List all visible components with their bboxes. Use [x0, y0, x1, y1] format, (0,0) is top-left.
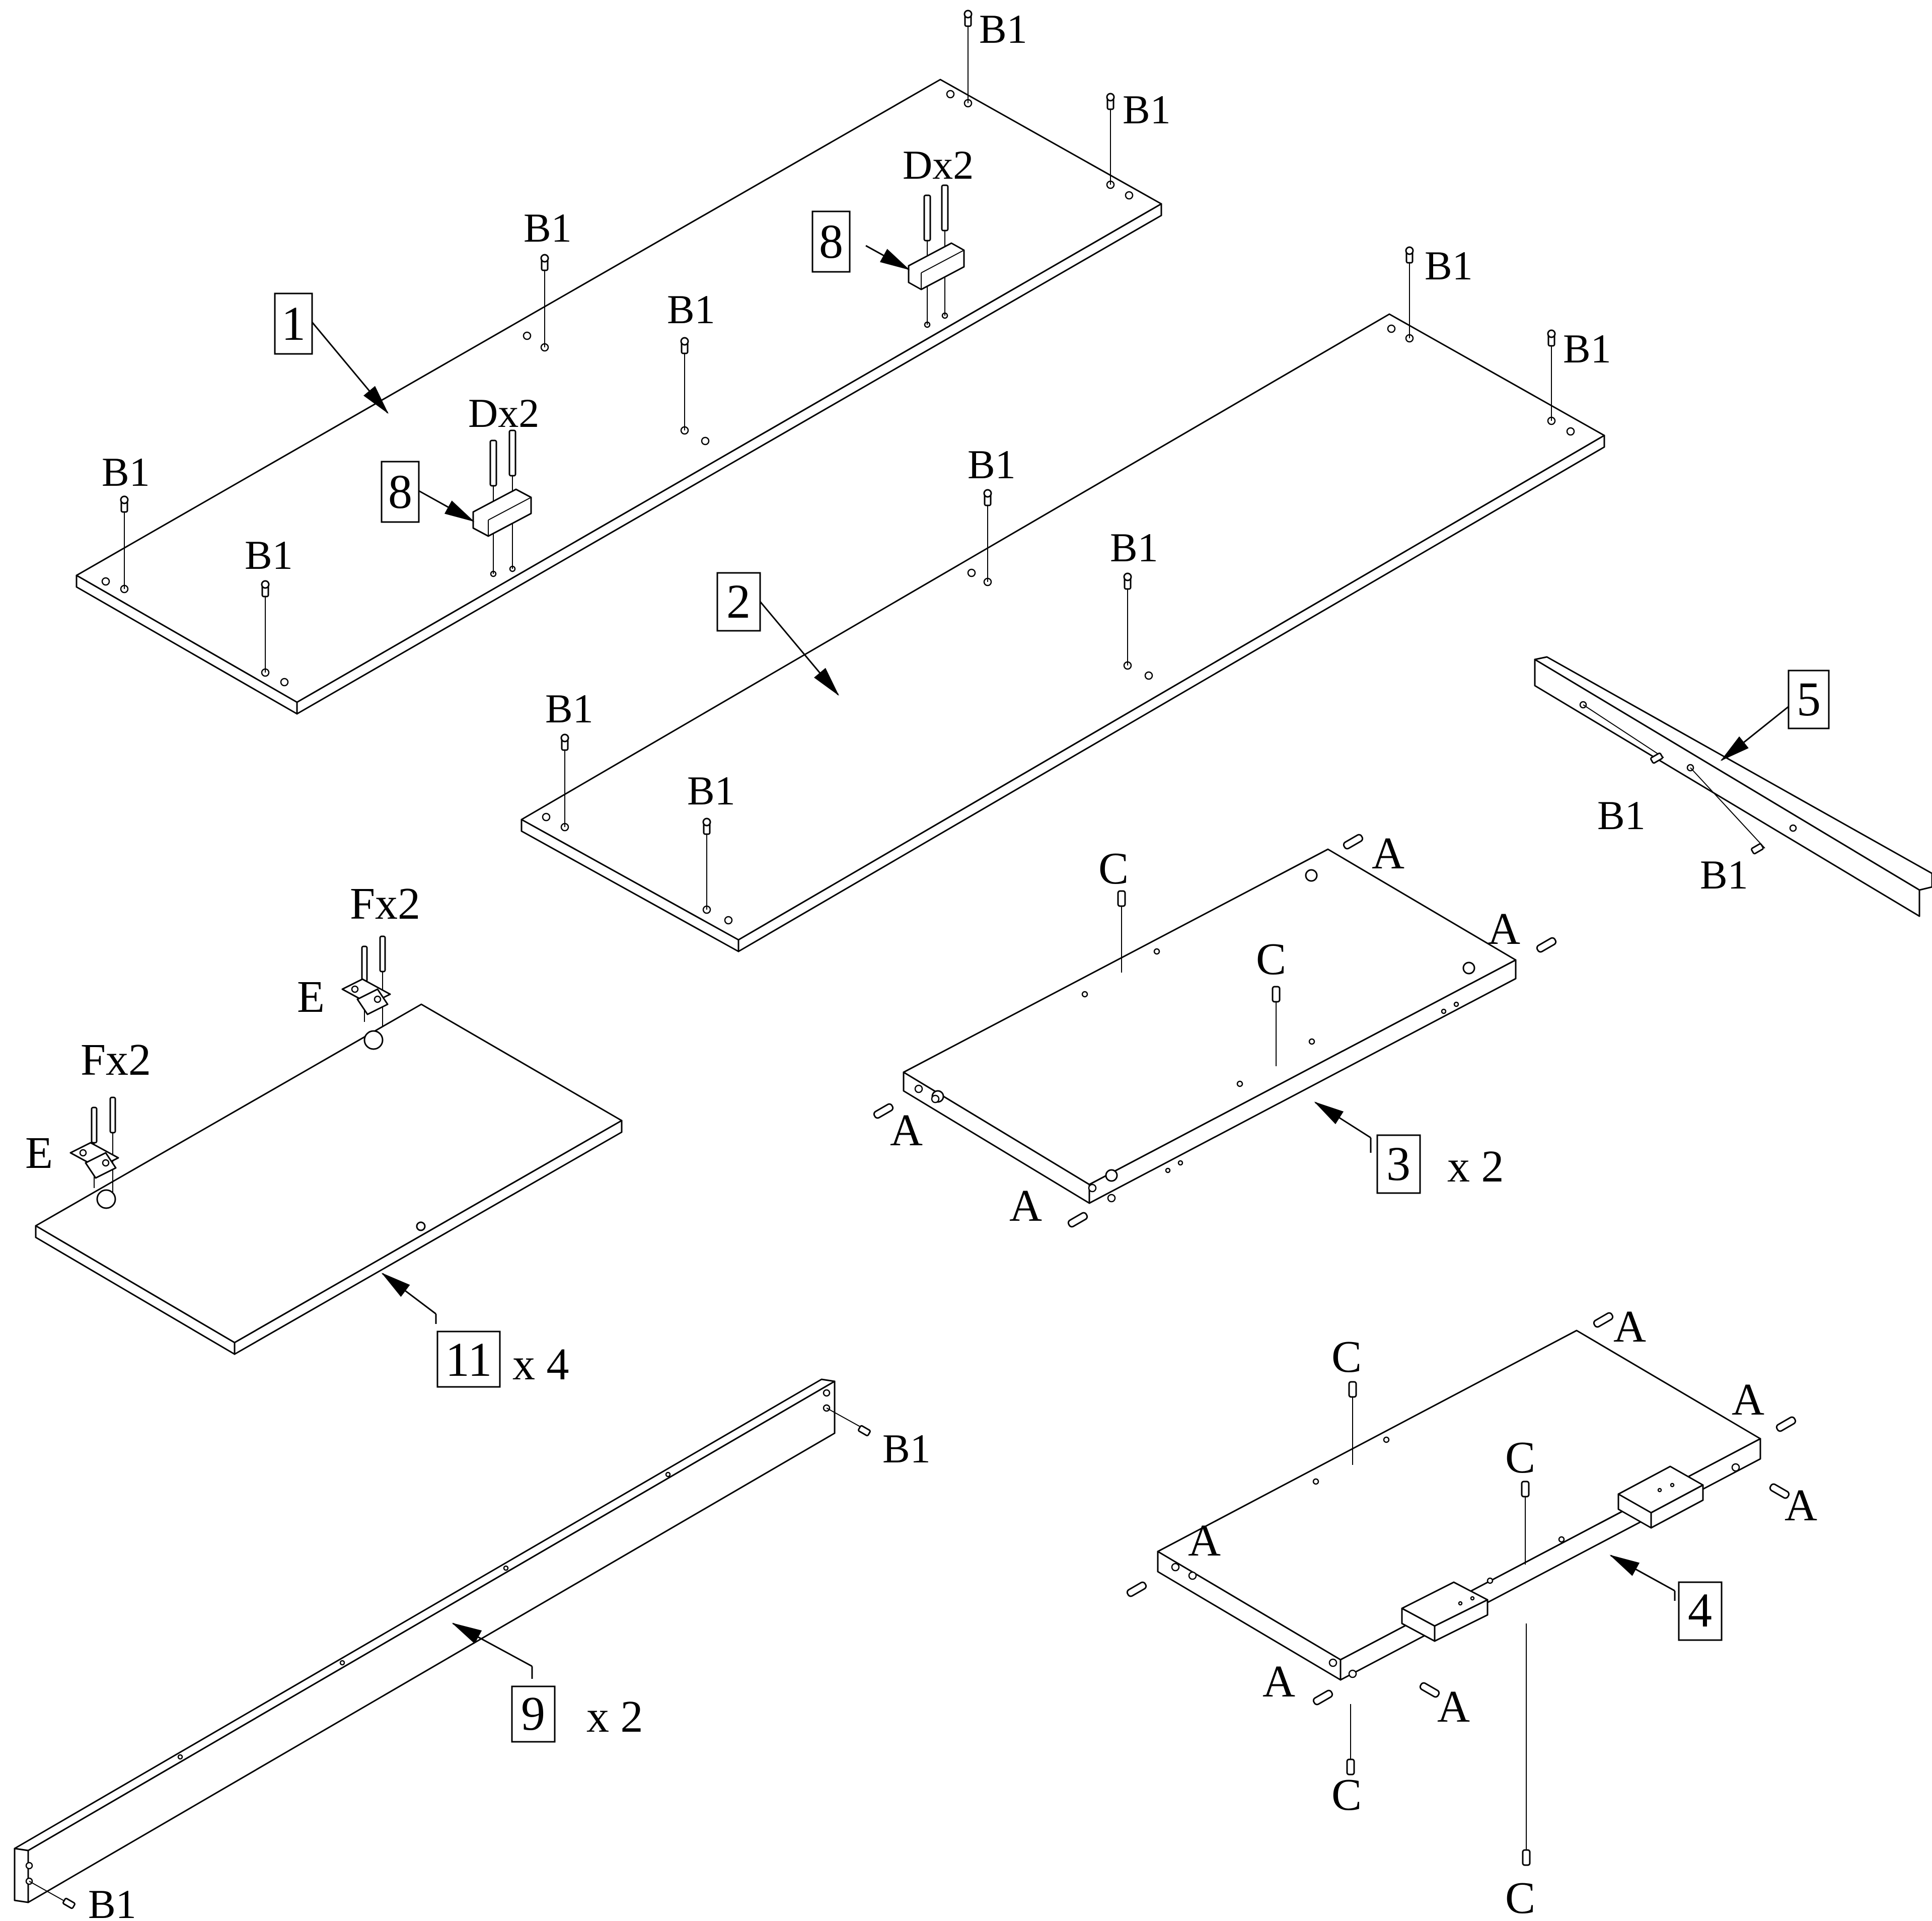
screw-b1 — [261, 580, 270, 673]
screw-b1 — [1690, 767, 1765, 855]
label-a: A — [1488, 904, 1520, 954]
leader-arrows — [311, 245, 1798, 1679]
screw-b1 — [826, 1408, 871, 1437]
label-b1: B1 — [979, 6, 1027, 52]
label-c: C — [1505, 1433, 1535, 1483]
label-c: C — [1098, 844, 1129, 894]
label-a: A — [1437, 1682, 1470, 1732]
label-b1: B1 — [687, 768, 735, 814]
panel-2 — [521, 313, 1605, 952]
panel-3-hardware — [873, 834, 1557, 1228]
screw-b1 — [1405, 246, 1414, 338]
label-c: C — [1256, 934, 1286, 984]
part-4-label: 4 — [1688, 1583, 1712, 1637]
hinge-lower — [69, 1096, 119, 1193]
screw-b1 — [29, 1881, 76, 1909]
label-a: A — [1613, 1302, 1646, 1352]
part-number-boxes: 1 8 8 2 5 3 x 2 11 x 4 9 x 2 4 — [274, 210, 1830, 1743]
label-b1: B1 — [1563, 326, 1611, 372]
label-fx2: Fx2 — [81, 1035, 151, 1085]
part-2-label: 2 — [726, 574, 751, 628]
screw-b1 — [1123, 572, 1132, 666]
label-c: C — [1331, 1332, 1362, 1382]
b1-screws — [29, 10, 1765, 1909]
panel-9-rail — [14, 1378, 836, 1903]
label-b1: B1 — [1597, 792, 1646, 838]
part-11-label: 11 — [445, 1333, 492, 1386]
panel-3 — [903, 848, 1517, 1204]
part-9-quantity: x 2 — [586, 1692, 643, 1742]
label-dx2: Dx2 — [468, 390, 539, 436]
label-a: A — [1732, 1375, 1764, 1425]
label-b1: B1 — [882, 1426, 931, 1471]
screw-b1 — [1106, 93, 1115, 185]
part-1-label: 1 — [281, 297, 306, 350]
label-dx2: Dx2 — [903, 142, 974, 188]
label-b1: B1 — [1700, 852, 1748, 898]
label-c: C — [1505, 1873, 1535, 1921]
part-8-label-upper: 8 — [819, 214, 843, 268]
part-8-label-lower: 8 — [388, 465, 412, 519]
screw-b1 — [560, 733, 569, 827]
d-screws-block-lower — [472, 429, 532, 574]
panel-4 — [1157, 1329, 1761, 1681]
label-b1: B1 — [667, 286, 715, 332]
part-3-quantity: x 2 — [1447, 1142, 1504, 1192]
screw-b1 — [702, 818, 711, 910]
hardware-labels: B1 B1 B1 B1 B1 B1 B1 B1 B1 B1 B1 B1 B1 B… — [25, 6, 1817, 1921]
panel-11 — [35, 1003, 623, 1355]
label-a: A — [1188, 1516, 1221, 1566]
hinge-upper — [341, 935, 391, 1027]
screw-b1 — [540, 254, 549, 347]
label-c: C — [1331, 1770, 1362, 1820]
screw-b1 — [120, 495, 129, 589]
label-b1: B1 — [545, 686, 593, 731]
label-b1: B1 — [1110, 525, 1158, 570]
label-b1: B1 — [245, 532, 293, 578]
label-e: E — [25, 1128, 53, 1178]
panel-1 — [76, 79, 1162, 715]
d-screws-block-upper — [908, 184, 965, 325]
screw-b1 — [680, 337, 689, 430]
label-fx2: Fx2 — [350, 879, 420, 929]
part-5-label: 5 — [1797, 672, 1821, 726]
screw-b1 — [1547, 329, 1556, 421]
label-b1: B1 — [968, 441, 1016, 487]
label-b1: B1 — [1425, 243, 1473, 288]
label-a: A — [1372, 829, 1404, 878]
screw-b1 — [983, 489, 992, 582]
label-b1: B1 — [88, 1881, 136, 1921]
label-a: A — [1262, 1657, 1295, 1707]
panel-5-rail — [1534, 656, 1932, 917]
label-e: E — [297, 972, 325, 1022]
label-a: A — [1785, 1481, 1817, 1530]
label-b1: B1 — [102, 449, 150, 495]
label-b1: B1 — [1123, 87, 1171, 132]
screw-b1 — [963, 10, 973, 103]
label-b1: B1 — [524, 205, 572, 251]
label-a: A — [890, 1105, 923, 1155]
screw-b1 — [1583, 704, 1664, 764]
part-9-label: 9 — [521, 1686, 545, 1740]
label-a: A — [1009, 1181, 1042, 1231]
part-3-label: 3 — [1386, 1137, 1410, 1191]
panel-4-hardware — [1126, 1312, 1797, 1866]
part-11-quantity: x 4 — [512, 1340, 569, 1389]
